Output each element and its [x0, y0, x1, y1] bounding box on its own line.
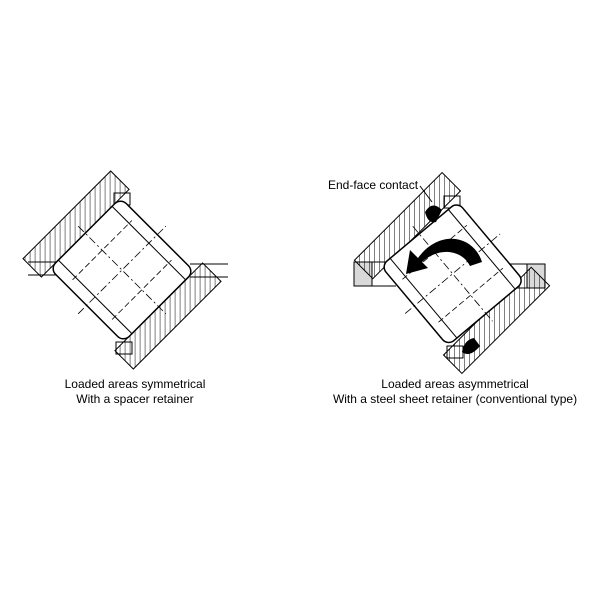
left-caption: Loaded areas symmetrical With a spacer r…	[20, 377, 250, 407]
callout-leader	[419, 185, 433, 203]
right-outer-race-upper	[353, 171, 462, 280]
right-bearing-assembly	[353, 171, 551, 375]
end-face-contact-label: End-face contact	[328, 178, 419, 192]
rotation-arrow	[406, 238, 482, 274]
right-caption-line1: Loaded areas asymmetrical	[381, 377, 529, 391]
end-face-contact-lower	[462, 338, 480, 354]
end-face-contact-upper	[425, 205, 442, 223]
right-caption: Loaded areas asymmetrical With a steel s…	[305, 377, 600, 407]
right-roller	[383, 204, 522, 344]
right-caption-line2: With a steel sheet retainer (conventiona…	[332, 392, 578, 406]
left-caption-line1: Loaded areas symmetrical	[64, 377, 206, 391]
left-bearing-assembly	[22, 170, 228, 370]
left-roller	[52, 200, 192, 340]
left-caption-line2: With a spacer retainer	[76, 392, 194, 406]
